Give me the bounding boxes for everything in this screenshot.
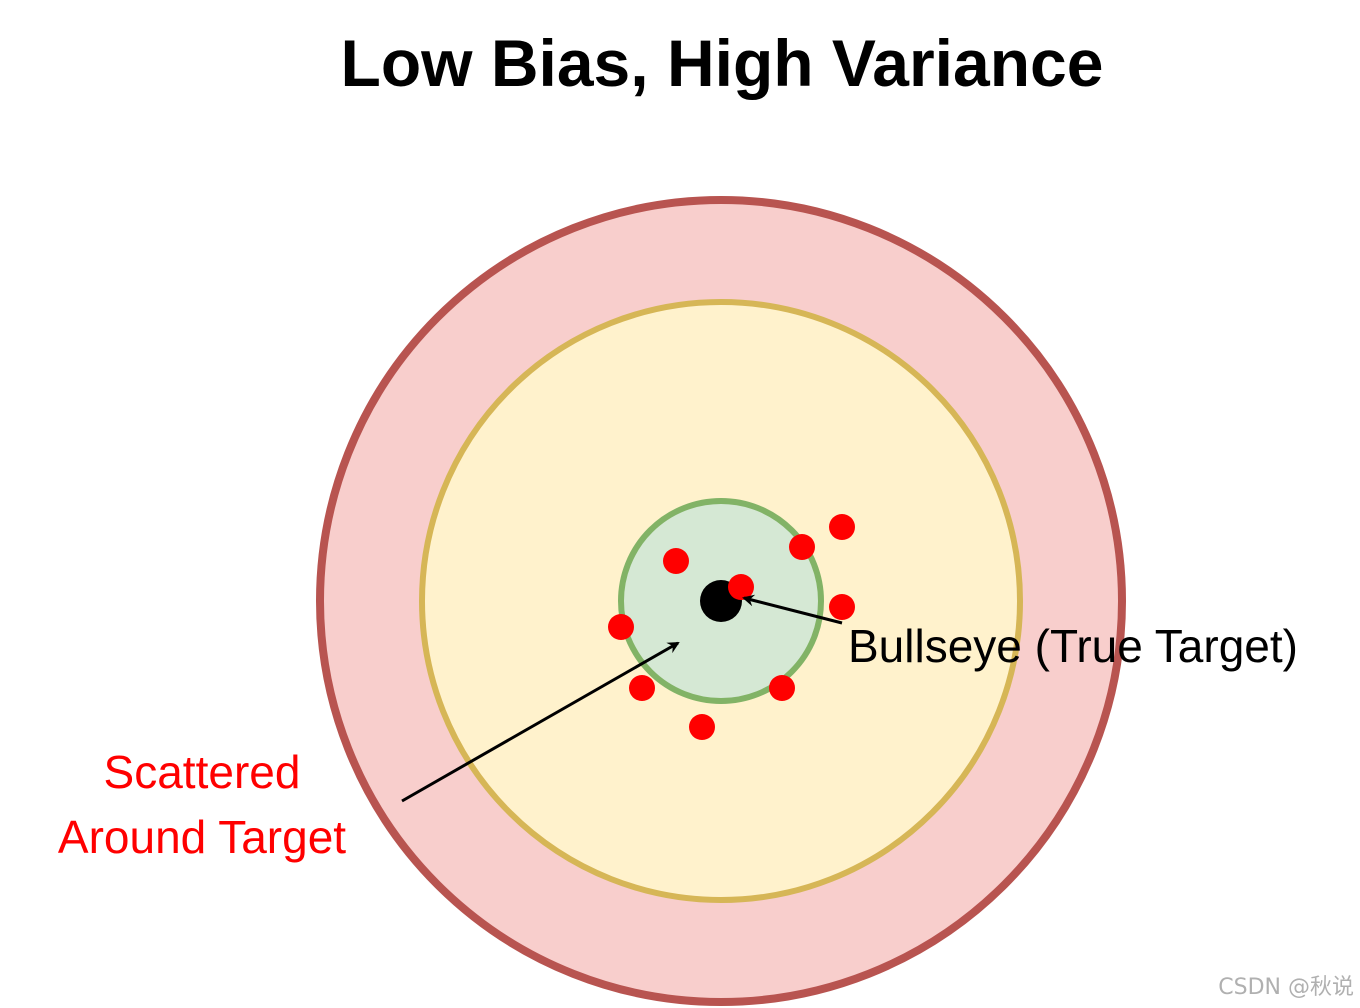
- watermark: CSDN @秋说: [1218, 975, 1354, 1000]
- shot-group: [608, 514, 855, 740]
- shot-marker: [829, 594, 855, 620]
- shot-marker: [728, 574, 754, 600]
- shot-marker: [629, 675, 655, 701]
- shot-marker: [769, 675, 795, 701]
- shot-marker: [829, 514, 855, 540]
- shot-marker: [789, 534, 815, 560]
- scattered-label-line2: Around Target: [58, 811, 346, 863]
- scatter-arrow: [401, 641, 680, 803]
- page-title: Low Bias, High Variance: [341, 26, 1104, 100]
- shot-marker: [663, 548, 689, 574]
- bullseye-arrow: [742, 594, 843, 625]
- shot-marker: [689, 714, 715, 740]
- bullseye-label: Bullseye (True Target): [848, 620, 1298, 672]
- shot-marker: [608, 614, 634, 640]
- scattered-label-line1: Scattered: [104, 746, 301, 798]
